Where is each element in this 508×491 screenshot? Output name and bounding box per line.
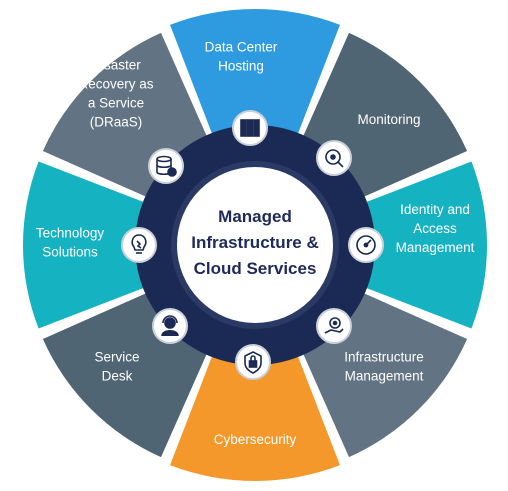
gear-hand-icon [316, 308, 352, 344]
database-restore-icon [148, 148, 184, 184]
segment-label-infra-mgmt-2: Management [345, 369, 424, 384]
segment-label-draas-1: Disaster [91, 58, 141, 73]
segment-label-draas-2: Recovery as [78, 77, 153, 92]
center-hub [177, 167, 333, 323]
magnifier-eye-icon [316, 140, 352, 176]
dial-gauge-icon [348, 227, 384, 263]
segment-cybersecurity [170, 342, 340, 481]
shield-lock-icon [235, 344, 271, 380]
lightbulb-icon [121, 227, 157, 263]
segment-label-data-center-1: Data Center [205, 40, 278, 55]
segment-label-service-desk-2: Desk [102, 369, 133, 384]
segment-label-draas-4: (DRaaS) [90, 115, 143, 130]
segment-label-iam-2: Access [413, 221, 457, 236]
segment-label-iam-1: Identity and [400, 202, 470, 217]
segment-label-cybersecurity-1: Cybersecurity [214, 432, 297, 447]
segment-tech-solutions [22, 161, 158, 329]
hub-title-line-2: Infrastructure & [191, 233, 319, 252]
segment-label-infra-mgmt-1: Infrastructure [344, 350, 424, 365]
segment-label-iam-3: Management [396, 240, 475, 255]
segment-label-data-center-2: Hosting [218, 59, 264, 74]
server-rack-icon [232, 110, 268, 146]
segment-label-service-desk-1: Service [94, 350, 139, 365]
segment-label-tech-solutions-1: Technology [36, 226, 105, 241]
segment-label-monitoring-1: Monitoring [357, 112, 420, 127]
segment-data-center [170, 8, 340, 148]
segment-label-draas-3: a Service [88, 96, 144, 111]
hub-title-line-3: Cloud Services [194, 259, 317, 278]
icons-layer [121, 110, 384, 380]
headset-agent-icon [152, 308, 188, 344]
segment-iam [352, 161, 487, 329]
hub-title-line-1: Managed [218, 207, 292, 226]
segment-label-tech-solutions-2: Solutions [42, 245, 98, 260]
